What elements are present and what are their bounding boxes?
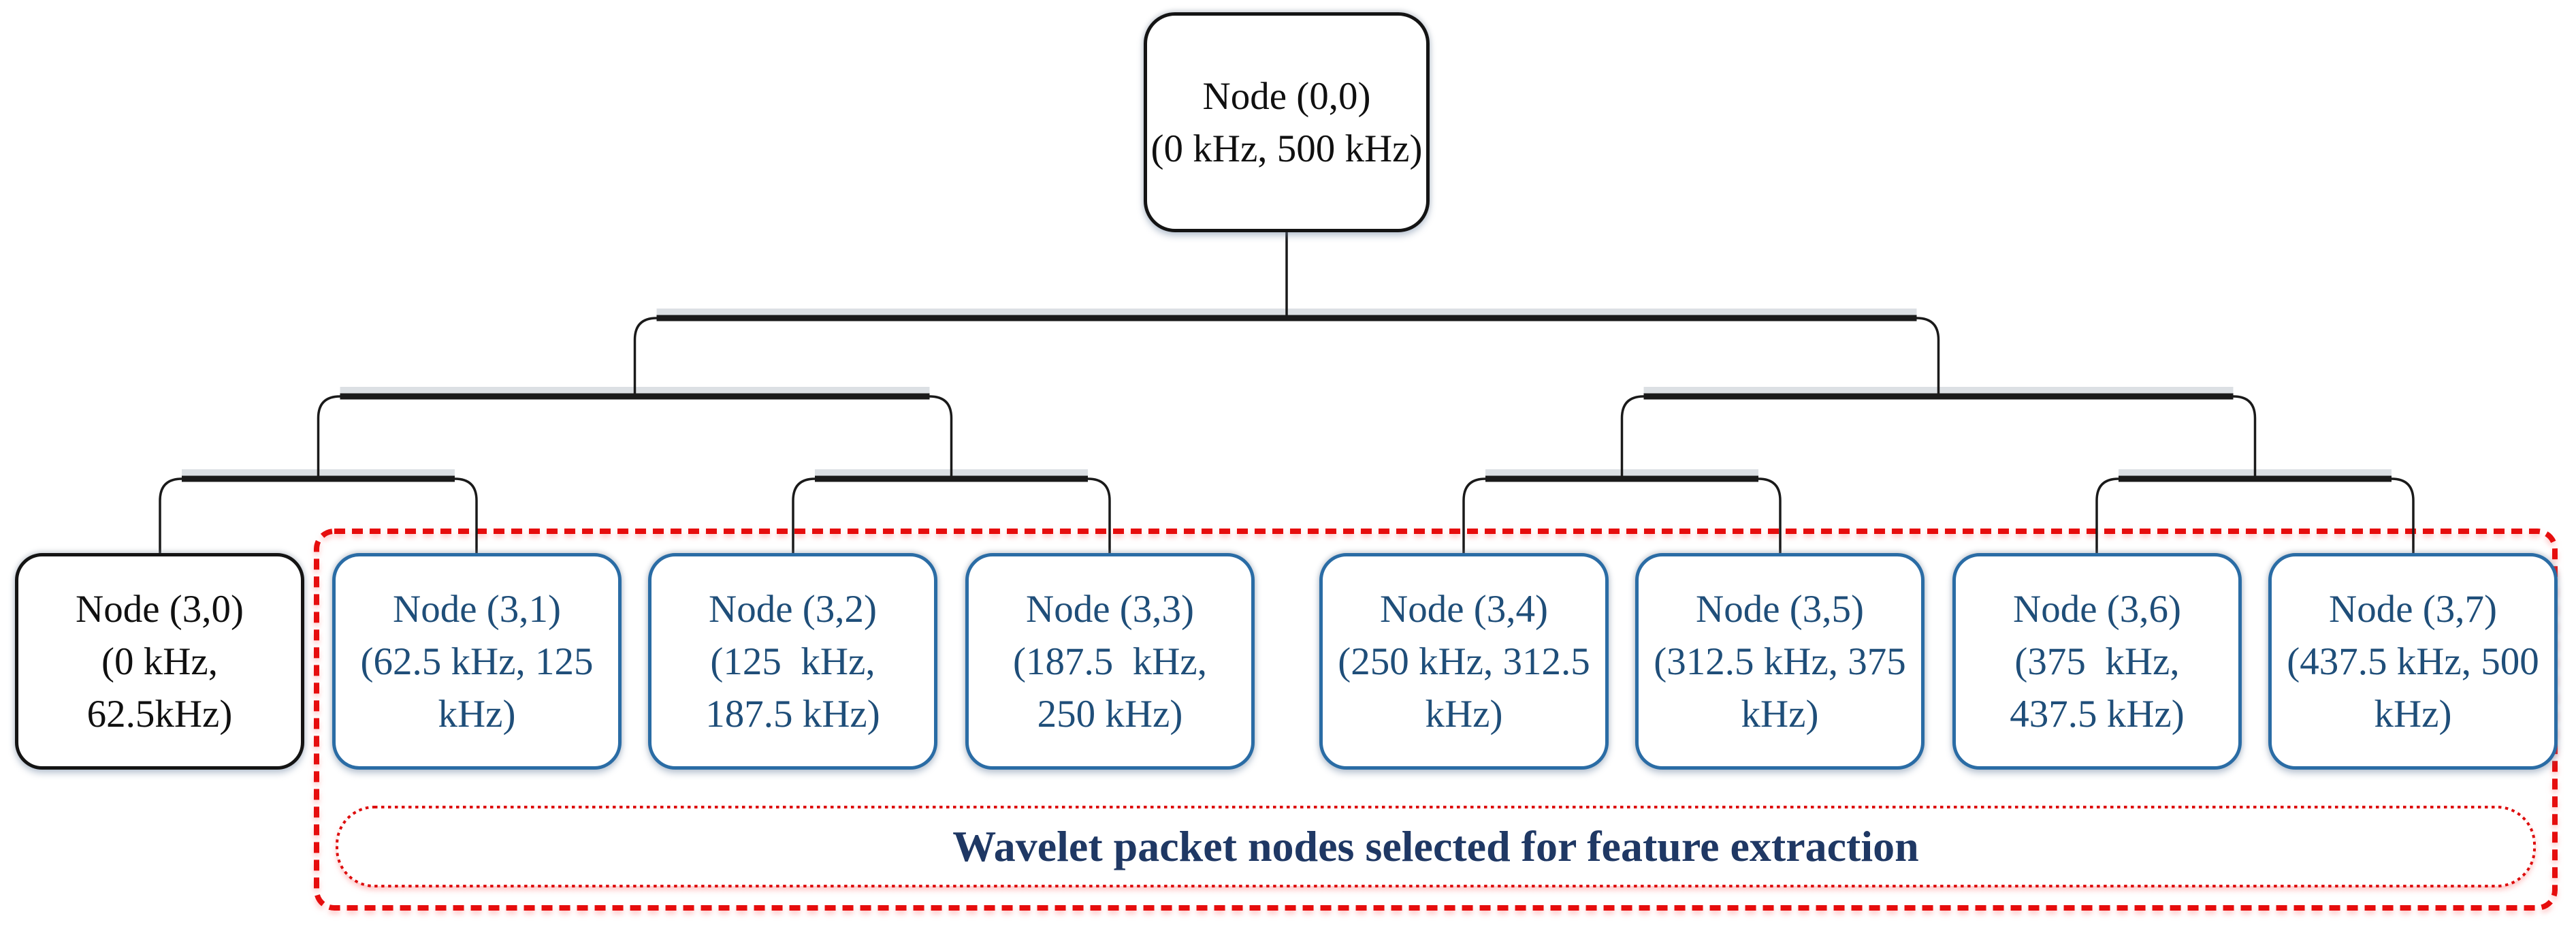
node-3-4-band-1: (250 kHz, 312.5	[1338, 640, 1590, 683]
selection-label-outline	[336, 806, 2536, 887]
node-3-7-title: Node (3,7)	[2329, 587, 2497, 631]
node-3-3-band-1: (187.5 kHz,	[1013, 640, 1207, 683]
node-3-5-band-1: (312.5 kHz, 375	[1654, 640, 1906, 683]
node-3-0-box: Node (3,0) (0 kHz, 62.5kHz)	[15, 553, 304, 770]
node-3-2-title: Node (3,2)	[709, 587, 877, 631]
node-3-4-band-2: kHz)	[1425, 692, 1503, 736]
node-3-3-band-2: 250 kHz)	[1037, 692, 1183, 736]
node-3-1-band-2: kHz)	[438, 692, 516, 736]
selection-dashed-outline	[314, 529, 2558, 911]
node-3-6-box: Node (3,6) (375 kHz, 437.5 kHz)	[1952, 553, 2242, 770]
node-0-0-band: (0 kHz, 500 kHz)	[1150, 127, 1423, 170]
node-3-1-box: Node (3,1) (62.5 kHz, 125 kHz)	[332, 553, 622, 770]
node-3-4-box: Node (3,4) (250 kHz, 312.5 kHz)	[1319, 553, 1609, 770]
selection-label: Wavelet packet nodes selected for featur…	[952, 822, 1919, 870]
node-3-0-title: Node (3,0)	[76, 587, 244, 631]
node-3-7-band-1: (437.5 kHz, 500	[2287, 640, 2539, 683]
node-3-6-title: Node (3,6)	[2013, 587, 2181, 631]
node-3-6-band-1: (375 kHz,	[2014, 640, 2180, 683]
node-3-3-box: Node (3,3) (187.5 kHz, 250 kHz)	[965, 553, 1255, 770]
node-3-7-band-2: kHz)	[2374, 692, 2452, 736]
node-3-5-band-2: kHz)	[1741, 692, 1819, 736]
node-3-0-band-2: 62.5kHz)	[86, 692, 233, 736]
node-3-7-box: Node (3,7) (437.5 kHz, 500 kHz)	[2268, 553, 2558, 770]
node-3-2-band-1: (125 kHz,	[710, 640, 875, 683]
node-3-6-band-2: 437.5 kHz)	[2010, 692, 2185, 736]
node-3-1-title: Node (3,1)	[393, 587, 561, 631]
node-3-0-band-1: (0 kHz,	[101, 640, 218, 683]
node-3-5-title: Node (3,5)	[1696, 587, 1864, 631]
node-3-1-band-1: (62.5 kHz, 125	[360, 640, 594, 683]
node-3-2-band-2: 187.5 kHz)	[705, 692, 880, 736]
node-3-2-box: Node (3,2) (125 kHz, 187.5 kHz)	[648, 553, 937, 770]
node-3-3-title: Node (3,3)	[1026, 587, 1194, 631]
node-0-0-box: Node (0,0) (0 kHz, 500 kHz)	[1144, 12, 1430, 232]
node-3-5-box: Node (3,5) (312.5 kHz, 375 kHz)	[1635, 553, 1925, 770]
node-3-4-title: Node (3,4)	[1380, 587, 1548, 631]
tree-connector-bars	[182, 315, 2392, 482]
node-0-0-title: Node (0,0)	[1202, 74, 1371, 118]
